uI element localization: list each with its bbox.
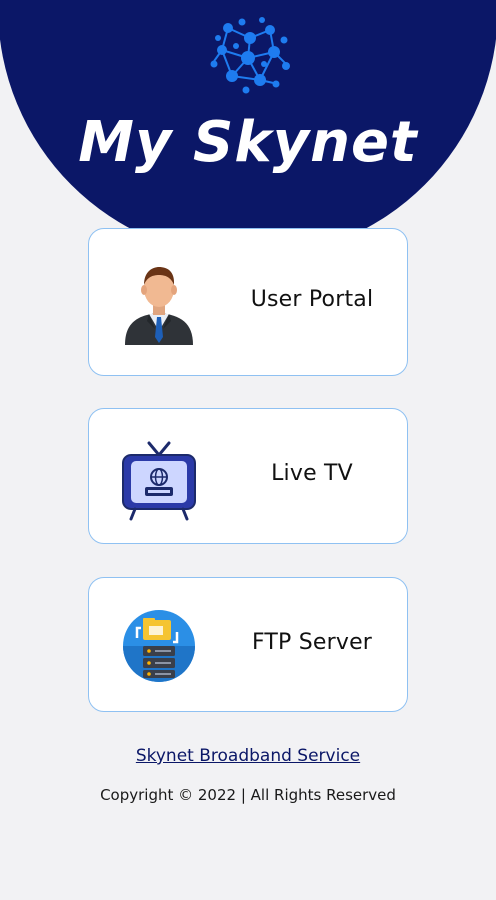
copyright-text: Copyright © 2022 | All Rights Reserved <box>100 786 396 804</box>
live-tv-button[interactable]: Live TV <box>88 408 408 544</box>
card-label: Live TV <box>271 461 353 486</box>
card-label: FTP Server <box>251 630 373 655</box>
skynet-logo-icon <box>210 17 290 94</box>
card-label: User Portal <box>250 287 374 312</box>
ftp-server-icon <box>123 610 195 682</box>
live-tv-icon <box>122 441 196 521</box>
user-portal-button[interactable]: User Portal <box>88 228 408 376</box>
user-portal-icon <box>125 267 193 345</box>
app-title: My Skynet <box>78 110 418 175</box>
skynet-broadband-link[interactable]: Skynet Broadband Service <box>135 746 361 766</box>
ftp-server-button[interactable]: FTP Server <box>88 577 408 712</box>
